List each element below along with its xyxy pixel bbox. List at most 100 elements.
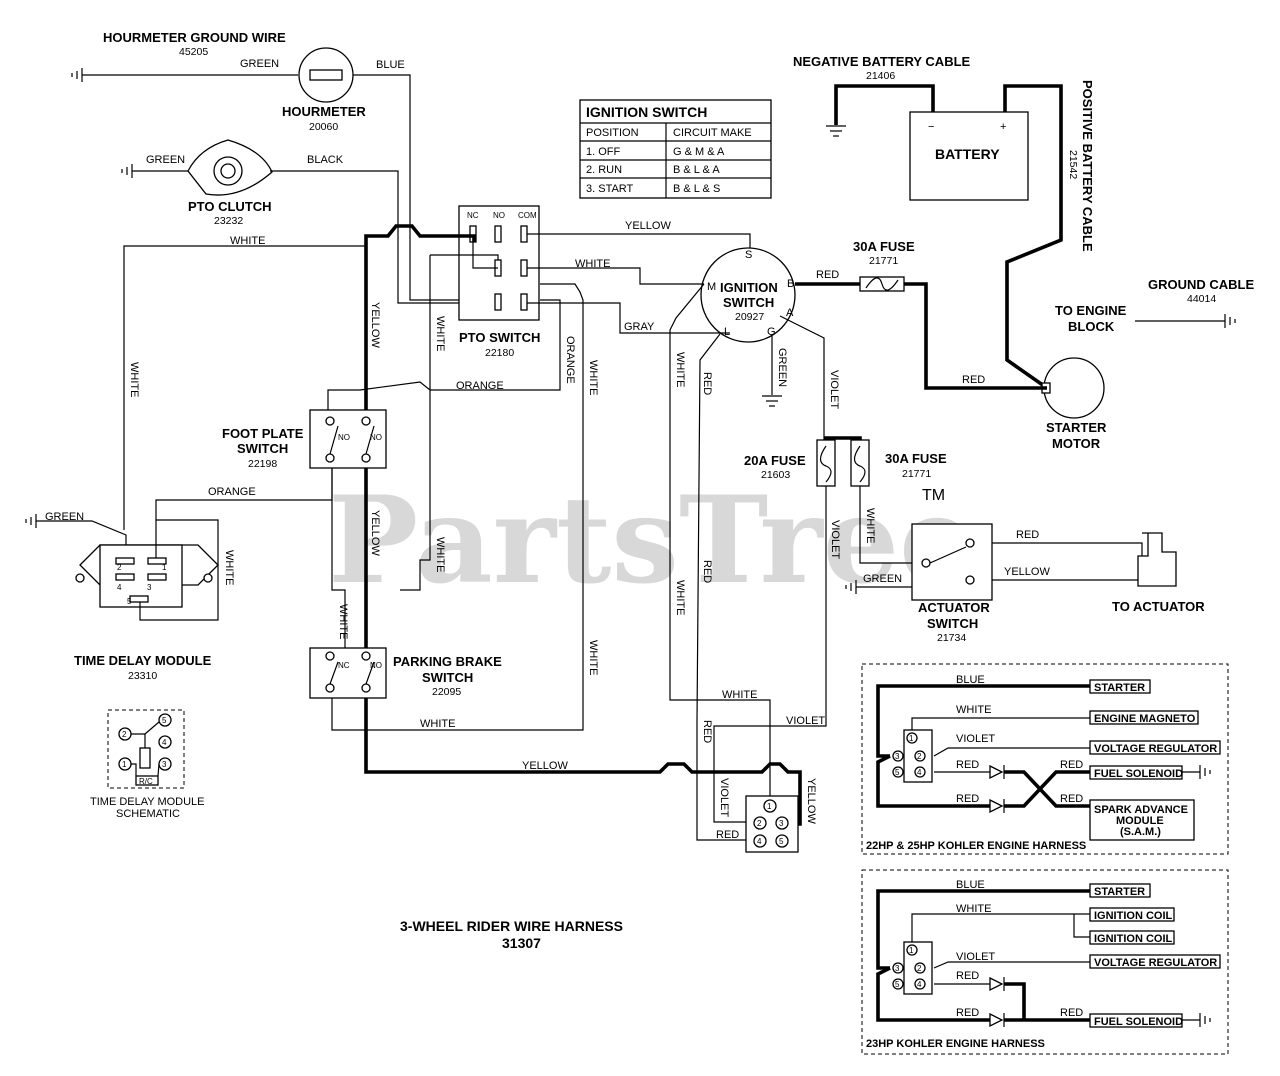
battery-body	[909, 111, 1029, 201]
negative-battery-cable-part: 21406	[866, 70, 895, 82]
parking-brake-switch-body	[309, 647, 387, 699]
wire-label-white-pto: WHITE	[434, 316, 446, 351]
terminal-l: L	[724, 326, 730, 338]
fuse-20a-label: 20A FUSE	[744, 453, 806, 468]
ground-symbol-ignition	[762, 395, 782, 407]
wire-label-violet-conn: VIOLET	[786, 715, 825, 727]
h1-target: STARTER	[1094, 682, 1145, 694]
table-cell: 1. OFF	[586, 146, 621, 158]
wire-label-red-conn: RED	[716, 829, 739, 841]
table-header-position: POSITION	[586, 127, 639, 139]
h2-pin: 2	[917, 964, 922, 973]
wire-label-yellow-s: YELLOW	[625, 220, 671, 232]
td-pin: 4	[117, 583, 122, 592]
h1-target: ENGINE MAGNETO	[1094, 713, 1196, 725]
h1-pin: 2	[917, 752, 922, 761]
h2-target: IGNITION COIL	[1094, 910, 1173, 922]
h1-wire-white: WHITE	[956, 704, 991, 716]
wire-label-orange-td: ORANGE	[208, 486, 256, 498]
wire-label-white-m: WHITE	[575, 258, 610, 270]
title-line2: 31307	[502, 935, 541, 951]
fuse-30a-mid-part: 21771	[902, 468, 931, 480]
ground-symbol-battery	[826, 125, 846, 137]
wire-label-red-ign: RED	[701, 372, 713, 395]
wire-label-orange-v: ORANGE	[564, 336, 576, 384]
h2-wire-red2: RED	[956, 1007, 979, 1019]
ground-symbol-td	[25, 514, 37, 528]
wire-label-red-ign3: RED	[701, 720, 713, 743]
wire-label-white-mid: WHITE	[434, 537, 446, 572]
h2-wire-blue: BLUE	[956, 879, 985, 891]
parking-brake-part: 22095	[432, 686, 461, 698]
conn-pin: 5	[779, 837, 784, 846]
fuse-30a-top-group: 30A FUSE 21771 RED RED	[795, 239, 1047, 390]
hourmeter-group: HOURMETER GROUND WIRE 45205 GREEN BLUE H…	[71, 30, 498, 301]
wire-label-white-right: WHITE	[587, 360, 599, 395]
tds-label-line1: TIME DELAY MODULE	[90, 796, 205, 808]
table-title: IGNITION SWITCH	[586, 104, 707, 120]
wire-label-violet-b: VIOLET	[829, 520, 841, 559]
wire-label-green-hm: GREEN	[240, 58, 279, 70]
foot-plate-switch-body	[309, 409, 387, 469]
td-pin: 2	[117, 563, 122, 572]
ground-cable-label: GROUND CABLE	[1148, 277, 1254, 292]
pto-switch-label: PTO SWITCH	[459, 330, 540, 345]
foot-plate-switch-part: 22198	[248, 458, 277, 470]
wire-label-green-act: GREEN	[863, 573, 902, 585]
ground-symbol-hourmeter	[71, 68, 83, 82]
wire-label-white-fp: WHITE	[337, 604, 349, 639]
conn-pin: 4	[757, 837, 762, 846]
h2-target: STARTER	[1094, 886, 1145, 898]
h1-wire-red4: RED	[1060, 793, 1083, 805]
to-engine-block-line2: BLOCK	[1068, 319, 1115, 334]
h1-target: VOLTAGE REGULATOR	[1094, 743, 1217, 755]
parking-brake-switch-group: NC NO PARKING BRAKE SWITCH 22095	[309, 647, 502, 699]
conn-pin: 1	[767, 802, 772, 811]
ground-cable-part: 44014	[1187, 293, 1216, 305]
starter-motor-body	[1043, 357, 1105, 419]
ignition-switch-line1: IGNITION	[720, 280, 778, 295]
table-cell: B & L & A	[673, 164, 720, 176]
wire-label-white-top: WHITE	[230, 235, 265, 247]
fuse-30a-mid-label: 30A FUSE	[885, 451, 947, 466]
watermark-tm: TM	[922, 487, 945, 504]
actuator-switch-group: RED YELLOW GREEN ACTUATOR SWITCH 21734 T…	[845, 523, 1205, 644]
fuse-30a-top-part: 21771	[869, 255, 898, 267]
pto-pin-nc: NC	[467, 211, 479, 220]
wire-label-orange-h: ORANGE	[456, 380, 504, 392]
tds-pin: 3	[162, 760, 167, 769]
time-delay-module-group: GREEN 2 1 4 3 5 WHITE TIME DELAY MODULE …	[25, 511, 235, 682]
pto-switch-group: NC NO COM PTO SWITCH 22180 YELLOW WHITE …	[430, 205, 751, 359]
foot-pin-no1: NO	[338, 433, 350, 442]
wire-label-white-ign: WHITE	[674, 352, 686, 387]
h2-wire-red1: RED	[956, 970, 979, 982]
wire-label-white-bottom: WHITE	[420, 718, 455, 730]
hourmeter-part: 20060	[309, 121, 338, 133]
negative-battery-cable-label: NEGATIVE BATTERY CABLE	[793, 54, 971, 69]
td-pin: 3	[147, 583, 152, 592]
table-cell: B & L & S	[673, 183, 720, 195]
h2-caption: 23HP KOHLER ENGINE HARNESS	[866, 1038, 1045, 1050]
hourmeter-ground-wire-part: 45205	[179, 46, 208, 58]
time-delay-schematic: 2 5 4 1 3 R/C TIME DELAY MODULE SCHEMATI…	[90, 709, 205, 820]
td-pin: 1	[162, 563, 167, 572]
pto-clutch-label: PTO CLUTCH	[188, 199, 272, 214]
starter-group: GROUND CABLE 44014 TO ENGINE BLOCK START…	[1041, 277, 1254, 451]
conn-pin: 2	[757, 819, 762, 828]
h1-caption: 22HP & 25HP KOHLER ENGINE HARNESS	[866, 840, 1086, 852]
title-line1: 3-WHEEL RIDER WIRE HARNESS	[400, 918, 623, 934]
battery-negative: −	[928, 121, 934, 133]
pto-pin-no: NO	[493, 211, 505, 220]
tds-pin: 4	[162, 738, 167, 747]
wire-label-red-b: RED	[816, 269, 839, 281]
tds-pin: 2	[122, 730, 127, 739]
ignition-switch-part: 20927	[735, 311, 764, 323]
terminal-s: S	[745, 249, 752, 261]
h2-pin: 4	[917, 980, 922, 989]
actuator-switch-line2: SWITCH	[927, 616, 978, 631]
wire-label-yellow-bottom: YELLOW	[522, 760, 568, 772]
pb-pin-no: NO	[370, 661, 382, 670]
hourmeter-label: HOURMETER	[282, 104, 366, 119]
wire-label-yellow-act: YELLOW	[1004, 566, 1050, 578]
h2-target: IGNITION COIL	[1094, 933, 1173, 945]
